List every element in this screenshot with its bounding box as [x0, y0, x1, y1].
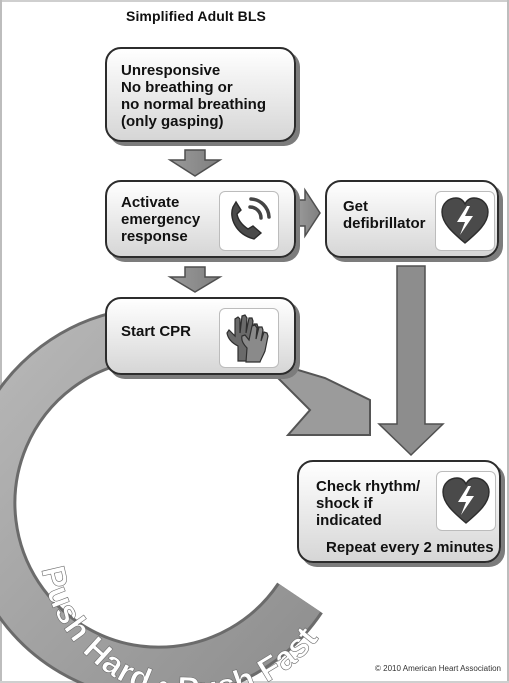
- step-get-defibrillator-text: Get defibrillator: [343, 198, 426, 232]
- step-unresponsive-box: Unresponsive No breathing or no normal b…: [105, 47, 296, 142]
- arrow-activate-to-defibrillator: [296, 187, 321, 239]
- frame-top-edge: [0, 0, 509, 2]
- copyright-footer: © 2010 American Heart Association: [375, 664, 501, 673]
- step-start-cpr-box: Start CPR: [105, 297, 296, 375]
- step-check-rhythm-box: Check rhythm/ shock if indicated Repeat …: [297, 460, 501, 563]
- step-check-rhythm-text: Check rhythm/ shock if indicated: [316, 478, 421, 529]
- repeat-every-2-minutes-text: Repeat every 2 minutes: [326, 539, 494, 556]
- step-activate-box: Activate emergency response: [105, 180, 296, 258]
- heart-defibrillator-icon: [436, 471, 496, 531]
- frame-right-edge: [507, 0, 509, 683]
- step-start-cpr-text: Start CPR: [121, 323, 192, 340]
- cpr-loop-arrowhead: [257, 357, 371, 436]
- phone-icon: [219, 191, 279, 251]
- frame-bottom-edge: [0, 681, 509, 683]
- arrow-unresponsive-to-activate: [167, 149, 223, 177]
- step-activate-text: Activate emergency response: [121, 194, 201, 245]
- arrow-activate-to-cpr: [167, 266, 223, 293]
- frame-left-edge: [0, 0, 2, 683]
- arrow-defibrillator-to-check-rhythm: [377, 265, 445, 457]
- step-unresponsive-text: Unresponsive No breathing or no normal b…: [121, 62, 267, 130]
- gloved-hands-icon: [219, 308, 279, 368]
- diagram-title: Simplified Adult BLS: [126, 8, 266, 24]
- step-get-defibrillator-box: Get defibrillator: [325, 180, 499, 258]
- heart-defibrillator-icon: [435, 191, 495, 251]
